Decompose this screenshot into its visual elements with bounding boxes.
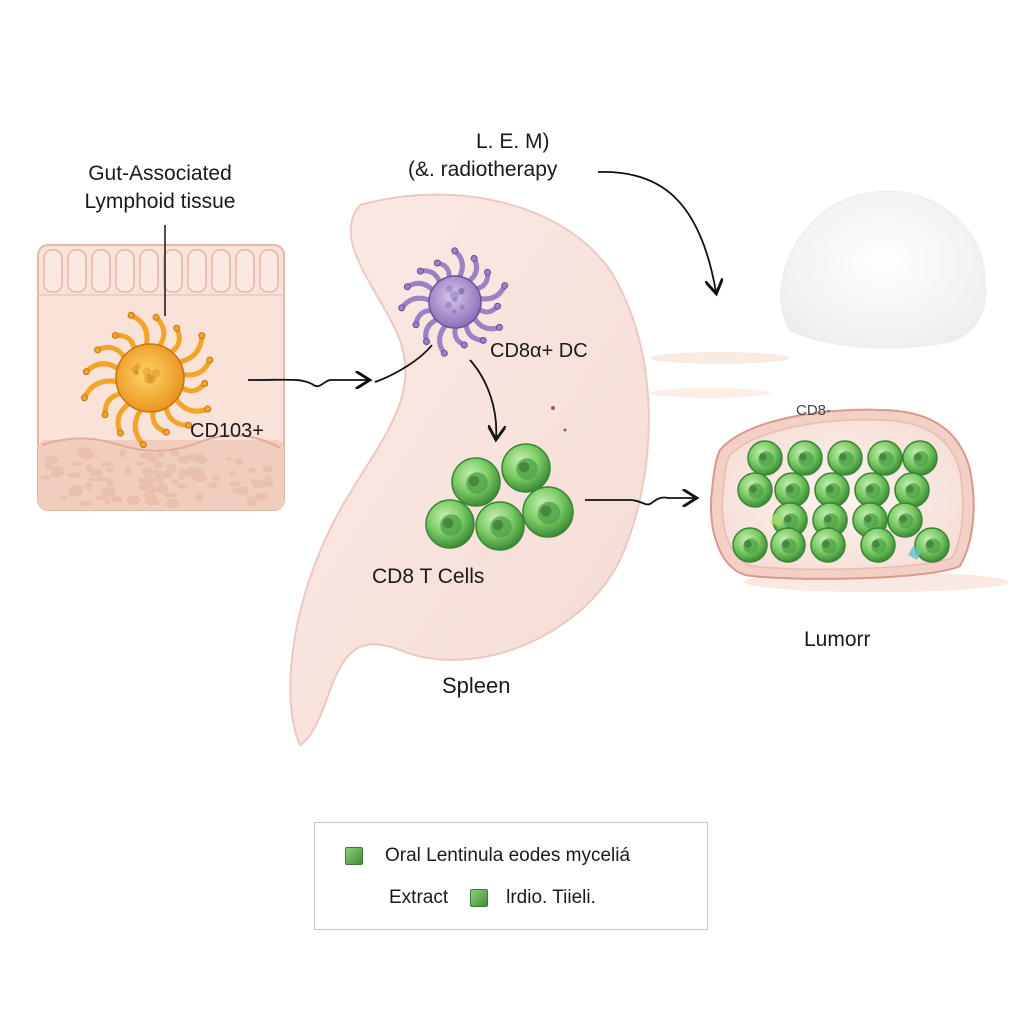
cd103-dendritic-cell [80, 311, 214, 449]
gut-associated-lymphoid-tissue-label: Gut-Associated Lymphoid tissue [40, 160, 280, 216]
arrow-gut-to-spleen [247, 380, 368, 387]
cd8a-dc-label: CD8α+ DC [490, 340, 588, 362]
lem-label: L. E. M) [476, 130, 550, 153]
tumor-label: Lumorr [804, 628, 871, 651]
tumor-cd8-tag: CD8- [796, 402, 832, 419]
legend-item-1-label: Oral Lentinula eodes myceliá [385, 845, 631, 866]
arrow-radiotherapy [597, 171, 716, 292]
cd103-label: CD103+ [190, 420, 264, 442]
radiotherapy-label: (&. radiotherapy [408, 158, 558, 181]
spleen-t-cells [425, 443, 574, 551]
legend: Oral Lentinula eodes myceliá Extract lrd… [314, 822, 708, 930]
arrow-spleen-to-tumor [585, 497, 695, 504]
arrow-dc-to-tcells [469, 359, 496, 438]
spleen-label: Spleen [442, 673, 511, 698]
cd8a-dendritic-cell [398, 247, 509, 357]
tumor [709, 408, 1008, 592]
legend-swatch-2 [470, 889, 489, 907]
legend-item-2-label: lrdio. Tiieli. [506, 887, 596, 908]
cd8-t-cells-label: CD8 T Cells [372, 565, 485, 588]
legend-item-2-prefix: Extract [389, 887, 449, 908]
legend-item-2: Extract lrdio. Tiieli. [389, 887, 596, 909]
legend-item-1: Oral Lentinula eodes myceliá [345, 845, 630, 867]
gut-label-line1: Gut-Associated [88, 162, 232, 185]
radiation-cloud [780, 190, 987, 349]
arrow-dc-connector [374, 344, 433, 383]
legend-swatch-1 [345, 847, 363, 865]
gut-label-line2: Lymphoid tissue [84, 190, 236, 213]
